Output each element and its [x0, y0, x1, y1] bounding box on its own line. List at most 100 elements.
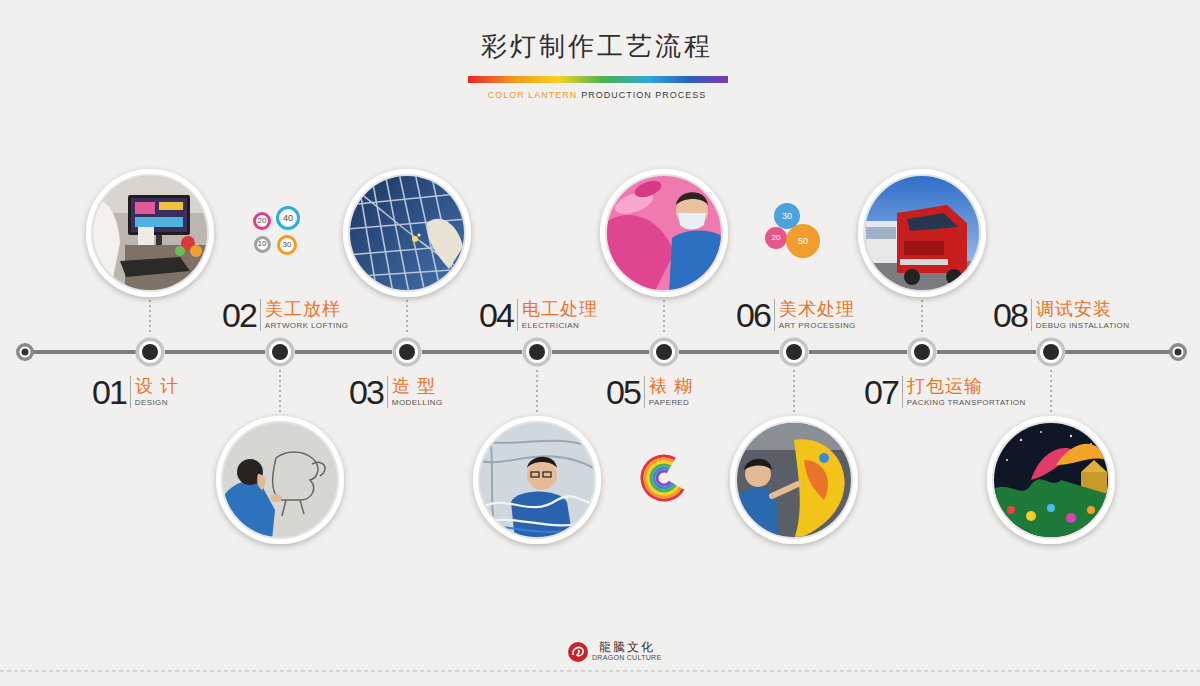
step-subtitle: PACKING TRANSPORTATION [907, 399, 1026, 408]
dot-shape [392, 337, 422, 367]
timeline-dot: 07打包运输PACKING TRANSPORTATION [907, 337, 937, 367]
photo-lanterns-part-part-part [1026, 511, 1036, 521]
photo-design-part-part [138, 227, 154, 245]
step-text-column: 调试安装 DEBUG INSTALLATION [1031, 299, 1130, 330]
photo-modelling-part [347, 173, 467, 293]
step-number: 04 [479, 298, 513, 332]
leader-line-part [149, 300, 151, 334]
photo-design-part [86, 169, 214, 297]
dot-ring [266, 338, 295, 367]
dot-inner-ring [783, 341, 805, 363]
photo-art-part-part [744, 459, 772, 470]
photo-art-part-part [734, 420, 854, 540]
title-rainbow-bar [468, 76, 728, 83]
footer-dashed-line [0, 671, 1200, 672]
step-text-column: 电工处理ELECTRICIAN [517, 299, 598, 330]
photo-artwork-part-part [270, 494, 282, 502]
dot-ring [1037, 338, 1066, 367]
photo-modelling-part-part-part [399, 173, 425, 293]
timeline-dot: 06美术处理ART PROCESSING [779, 337, 809, 367]
circle-outline [255, 214, 270, 229]
timeline-segment [679, 350, 779, 354]
photo-modelling-part-part [347, 173, 467, 293]
timeline-segment [295, 350, 392, 354]
brand-logo-part [568, 642, 588, 662]
dot-shape [1036, 337, 1066, 367]
photo-lanterns-part [991, 420, 1111, 540]
timeline-segment [937, 350, 1036, 354]
circle-outline [278, 208, 299, 229]
step-subtitle: DESIGN [135, 399, 179, 408]
photo-modelling-part-part [347, 173, 467, 293]
dot-shape [135, 337, 165, 367]
photo-artwork-part-part [257, 474, 265, 490]
timeline-segment [422, 350, 522, 354]
dot-inner-ring [396, 341, 418, 363]
step-label: 02美工放样ARTWORK LOFTING [222, 298, 348, 332]
photo-modelling-part [348, 174, 466, 292]
step-title: 电工处理 [522, 299, 598, 320]
photo-design-part [90, 173, 215, 295]
timeline-dot: 08调试安装DEBUG INSTALLATION [1036, 337, 1066, 367]
step-text-column: 设 计 DESIGN [130, 376, 179, 407]
leader-line-part [793, 370, 795, 413]
photo-modelling-part-part [427, 219, 463, 269]
percent-value: 50 [798, 237, 808, 246]
photo-papered [600, 169, 728, 297]
photo-design-part-part [135, 217, 183, 227]
photo-truck [858, 169, 986, 297]
circle-outline [765, 227, 787, 249]
photo-papered-part-part [676, 192, 708, 205]
rainbow-arc-icon-part [654, 468, 673, 488]
step-subtitle: DEBUG INSTALLATION [1036, 322, 1130, 331]
step-title: 美工放样 [265, 299, 349, 320]
dot-inner-ring [269, 341, 291, 363]
dot-ring [650, 338, 679, 367]
percent-ring: 30 [277, 235, 297, 255]
photo-artwork [216, 416, 344, 544]
photo-electrician-part [477, 420, 597, 540]
photo-lanterns-part-part [1007, 504, 1095, 523]
step-title: 裱 糊 [649, 376, 693, 397]
step-subtitle: MODELLING [392, 399, 443, 408]
dot-inner-ring [911, 341, 933, 363]
dot-shape [907, 337, 937, 367]
photo-artwork-part [221, 421, 339, 539]
timeline-segment [552, 350, 649, 354]
step-title: 设 计 [135, 376, 179, 397]
leader-line-part [921, 300, 923, 334]
dot-shape [649, 337, 679, 367]
photo-lanterns-part-part-part [1087, 506, 1095, 514]
photo-truck-part [862, 173, 982, 293]
dot-center [786, 344, 802, 360]
photo-art-part [730, 416, 858, 544]
photo-design-part-part [190, 245, 202, 257]
photo-electrician-part-part [543, 472, 551, 477]
photo-electrician-part-part-part [487, 420, 497, 540]
subtitle: COLOR LANTERN [488, 90, 578, 101]
photo-papered-part [605, 174, 723, 292]
photo-electrician-part-part [527, 460, 557, 490]
photo-art-part-part [734, 420, 854, 450]
dot-ring [136, 338, 165, 367]
rainbow-arc-icon-part [645, 459, 680, 497]
photo-electrician-part-part-part [477, 496, 597, 510]
brand-block: 龍騰文化DRAGON CULTURE [592, 641, 661, 662]
photo-lanterns-part-part [991, 420, 1111, 540]
photo-art [730, 416, 858, 544]
photo-art-part-part [819, 453, 829, 463]
photo-truck-part [858, 169, 986, 297]
circle-outline [279, 237, 296, 254]
step-title: 美术处理 [779, 299, 856, 320]
dot-shape [522, 337, 552, 367]
dot-ring [908, 338, 937, 367]
rainbow-arc-icon-part [657, 471, 670, 485]
photo-modelling-part-part [412, 236, 418, 242]
leader-line [150, 300, 1051, 413]
step-subtitle: PAPERED [649, 399, 693, 408]
dot-inner-ring [139, 341, 161, 363]
photo-lanterns-part-part [1081, 460, 1107, 472]
step-title: 调试安装 [1036, 299, 1130, 320]
timeline-end-segment [25, 352, 1178, 353]
